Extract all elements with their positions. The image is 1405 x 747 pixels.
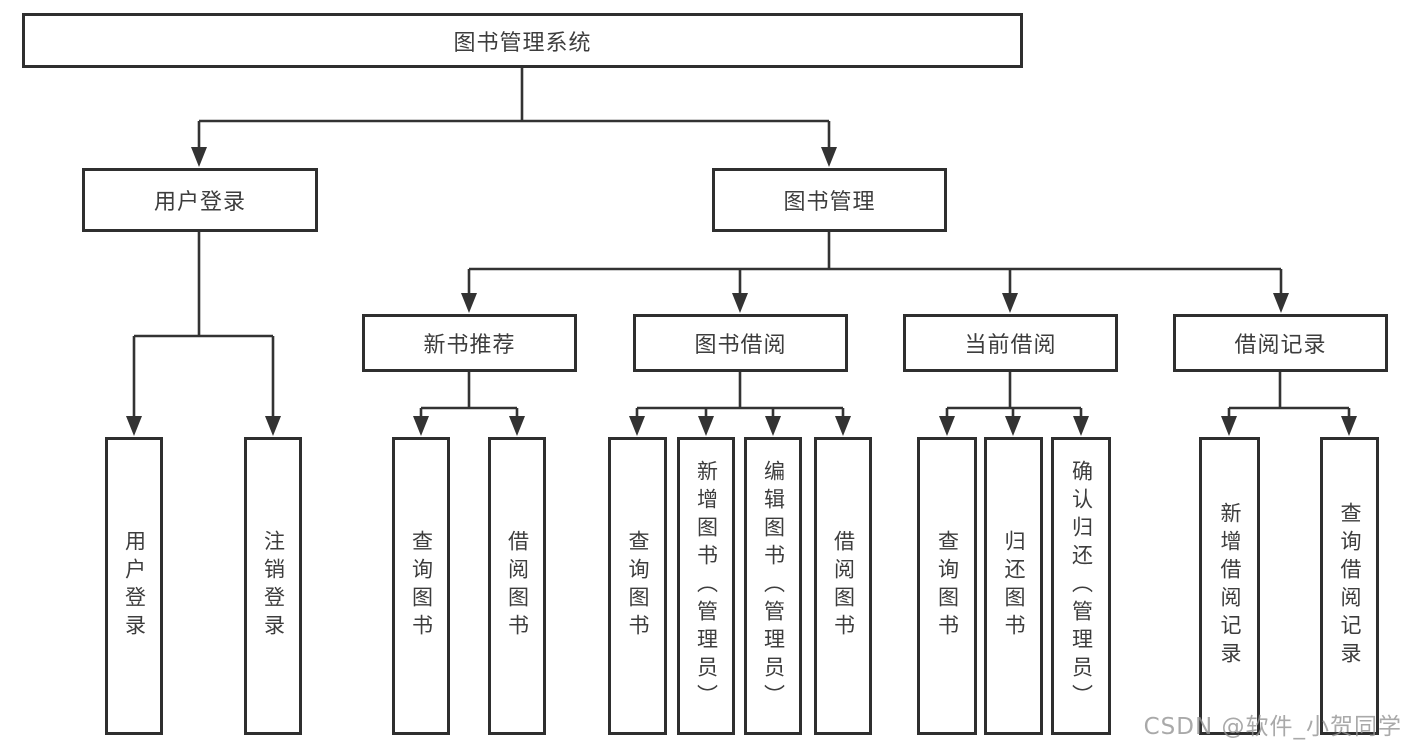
arrowhead-icon [413, 416, 429, 436]
leaf-query-books-borrowing-label: 查询图书 [626, 530, 650, 642]
leaf-logout-login: 注销登录 [244, 437, 302, 735]
arrowhead-icon [265, 416, 281, 436]
arrowhead-icon [461, 293, 477, 313]
arrowhead-icon [765, 416, 781, 436]
node-user-login-label: 用户登录 [153, 190, 246, 215]
node-book-management: 图书管理 [712, 168, 947, 232]
arrowhead-icon [698, 416, 714, 436]
arrowhead-icon [1221, 416, 1237, 436]
arrowhead-icon [629, 416, 645, 436]
leaf-query-books-current-label: 查询图书 [935, 530, 960, 642]
arrowhead-icon [126, 416, 142, 436]
arrowhead-icon [1005, 416, 1021, 436]
leaf-borrow-books-recommend: 借阅图书 [488, 437, 546, 735]
leaf-logout-login-label: 注销登录 [261, 530, 286, 642]
leaf-query-books-current: 查询图书 [917, 437, 977, 735]
leaf-query-borrow-record-label: 查询借阅记录 [1338, 502, 1362, 670]
arrowhead-icon [509, 416, 525, 436]
leaf-borrow-books-recommend-label: 借阅图书 [505, 530, 530, 642]
arrowhead-icon [1073, 416, 1089, 436]
leaf-edit-books-admin: 编辑图书（管理员） [744, 437, 802, 735]
leaf-add-borrow-record-label: 新增借阅记录 [1218, 502, 1242, 670]
arrowhead-icon [1273, 293, 1289, 313]
leaf-return-books-label: 归还图书 [1002, 530, 1026, 642]
node-user-login: 用户登录 [82, 168, 318, 232]
arrowhead-icon [732, 293, 748, 313]
arrowhead-icon [939, 416, 955, 436]
leaf-borrow-books-borrowing: 借阅图书 [814, 437, 872, 735]
node-book-borrowing-label: 图书借阅 [694, 333, 787, 358]
node-current-borrowing: 当前借阅 [903, 314, 1118, 372]
leaf-confirm-return-admin-label: 确认归还（管理员） [1069, 460, 1094, 712]
node-book-management-label: 图书管理 [783, 190, 876, 215]
leaf-query-books-recommend-label: 查询图书 [409, 530, 434, 642]
arrowhead-icon [835, 416, 851, 436]
node-book-borrowing: 图书借阅 [633, 314, 848, 372]
leaf-query-books-borrowing: 查询图书 [608, 437, 667, 735]
arrowhead-icon [1002, 293, 1018, 313]
node-borrowing-records-label: 借阅记录 [1234, 333, 1327, 358]
leaf-borrow-books-borrowing-label: 借阅图书 [831, 530, 856, 642]
arrowhead-icon [1341, 416, 1357, 436]
leaf-edit-books-admin-label: 编辑图书（管理员） [761, 460, 786, 712]
leaf-query-borrow-record: 查询借阅记录 [1320, 437, 1379, 735]
arrowhead-icon [821, 147, 837, 167]
leaf-user-login: 用户登录 [105, 437, 163, 735]
arrowhead-icon [191, 147, 207, 167]
leaf-return-books: 归还图书 [984, 437, 1043, 735]
leaf-confirm-return-admin: 确认归还（管理员） [1051, 437, 1111, 735]
leaf-add-borrow-record: 新增借阅记录 [1199, 437, 1260, 735]
node-library-system: 图书管理系统 [22, 13, 1023, 68]
leaf-user-login-label: 用户登录 [122, 530, 147, 642]
leaf-add-books-admin: 新增图书（管理员） [677, 437, 735, 735]
leaf-query-books-recommend: 查询图书 [392, 437, 450, 735]
leaf-add-books-admin-label: 新增图书（管理员） [694, 460, 719, 712]
node-library-system-label: 图书管理系统 [453, 30, 592, 56]
node-borrowing-records: 借阅记录 [1173, 314, 1388, 372]
node-new-book-recommend: 新书推荐 [362, 314, 577, 372]
node-current-borrowing-label: 当前借阅 [964, 333, 1057, 358]
node-new-book-recommend-label: 新书推荐 [423, 333, 516, 358]
